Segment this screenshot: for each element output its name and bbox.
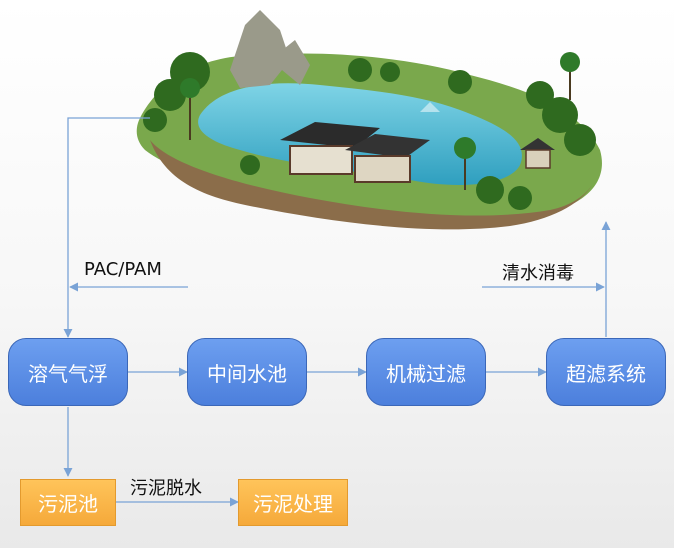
pac-pam-label: PAC/PAM xyxy=(84,259,162,280)
garden-pond-illustration xyxy=(136,10,602,230)
dissolved-air-flotation-box: 溶气气浮 xyxy=(8,338,128,406)
sludge-tank-box: 污泥池 xyxy=(20,479,116,526)
ultrafiltration-system-box: 超滤系统 xyxy=(546,338,666,406)
mechanical-filtration-box: 机械过滤 xyxy=(366,338,486,406)
sludge-dewatering-label: 污泥脱水 xyxy=(130,478,202,499)
disinfection-label: 清水消毒 xyxy=(502,263,574,284)
intermediate-tank-box: 中间水池 xyxy=(187,338,307,406)
inflow-line xyxy=(63,117,150,338)
sludge-treatment-box: 污泥处理 xyxy=(238,479,348,526)
